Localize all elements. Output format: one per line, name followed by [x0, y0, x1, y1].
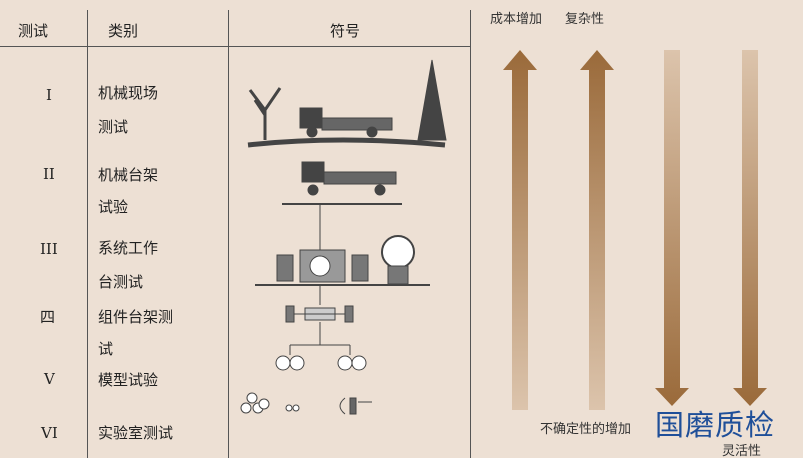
row-category: 实验室测试 [98, 424, 174, 442]
row-category: 模型试验 [98, 371, 159, 389]
header-symbol: 符号 [330, 22, 361, 40]
system-bench-symbol [255, 235, 430, 305]
machine-bench-symbol [282, 161, 402, 258]
row-category: 试验 [98, 198, 129, 216]
row-level: V [44, 370, 55, 388]
row-category: 台测试 [98, 273, 144, 291]
label-uncertainty: 不确定性的增加 [540, 422, 632, 437]
component-bench-symbol [285, 305, 354, 355]
divider [470, 10, 471, 458]
label-cost: 成本增加 [490, 12, 543, 27]
row-category: 试 [98, 340, 114, 358]
field-test-symbol [247, 59, 447, 148]
row-level: I [46, 86, 52, 104]
header-divider [0, 46, 470, 47]
watermark: 国磨质检 [655, 408, 776, 442]
label-flexibility: 灵活性 [722, 444, 762, 459]
header-category: 类别 [108, 22, 139, 40]
model-test-symbol [275, 355, 367, 371]
header-test: 测试 [18, 22, 49, 40]
label-complexity: 复杂性 [565, 12, 605, 27]
symbols [240, 50, 767, 415]
row-level: II [43, 165, 55, 183]
row-category: 测试 [98, 118, 129, 136]
lab-test-symbol [240, 392, 372, 415]
arrow-down-flexibility [733, 50, 767, 406]
row-category: 机械现场 [98, 84, 159, 102]
row-category: 系统工作 [98, 239, 159, 257]
arrow-down-uncertainty [655, 50, 689, 406]
arrow-up-cost [503, 50, 537, 410]
row-level: 四 [40, 308, 56, 326]
row-level: VI [41, 424, 58, 442]
row-level: III [40, 240, 58, 258]
diagram: 测试 类别 符号 I 机械现场 测试 II 机械台架 试验 III 系统工作 台… [0, 0, 803, 459]
arrow-up-complexity [580, 50, 614, 410]
row-category: 组件台架测 [98, 308, 174, 326]
row-category: 机械台架 [98, 166, 159, 184]
divider [228, 10, 229, 458]
divider [87, 10, 88, 458]
